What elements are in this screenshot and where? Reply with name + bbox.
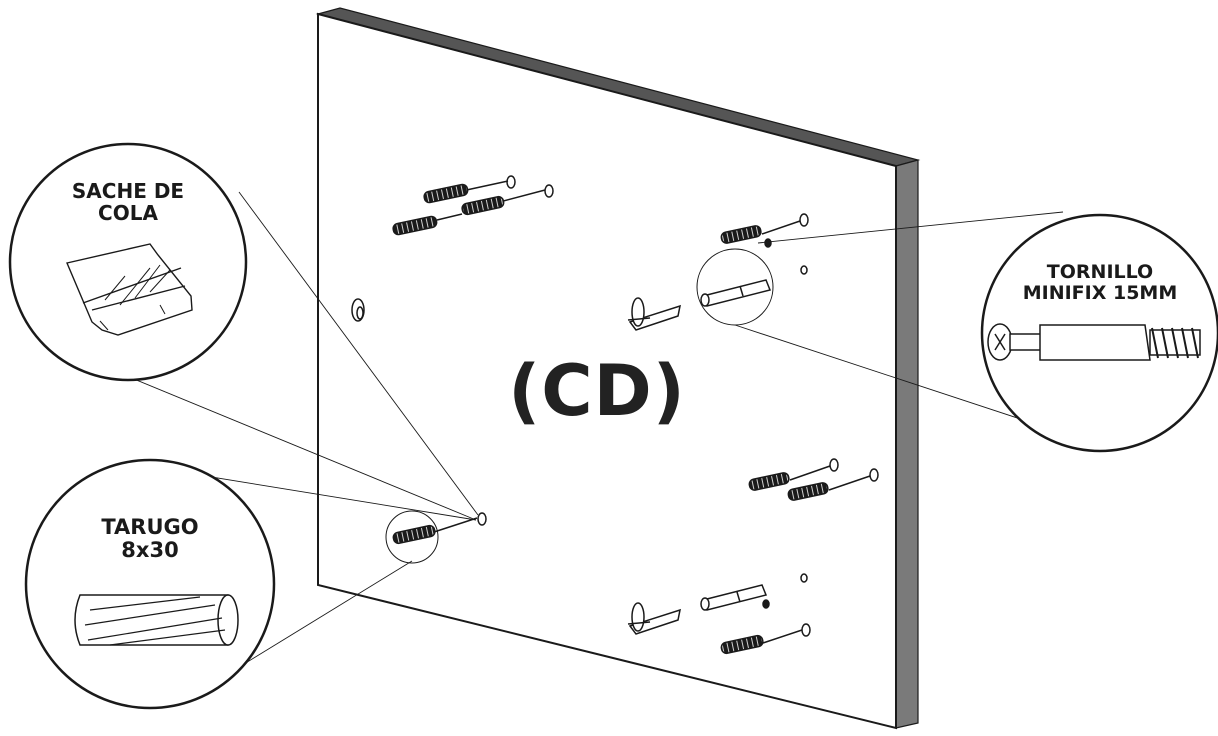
screw-callout-circle bbox=[980, 213, 1218, 453]
dowel-label-line1: TARUGO bbox=[101, 515, 199, 539]
dowel-callout-label: TARUGO 8x30 bbox=[70, 515, 230, 563]
panel-code-label: (CD) bbox=[508, 350, 686, 432]
dowel-item bbox=[748, 458, 839, 491]
dowel-item bbox=[787, 468, 879, 501]
dowel-highlight-circle bbox=[385, 510, 439, 564]
glue-label-line1: SACHE DE bbox=[71, 179, 185, 203]
panel-hole bbox=[351, 298, 365, 322]
dowel-group bbox=[392, 175, 879, 655]
dowel-item bbox=[423, 175, 516, 204]
glue-callout-label: SACHE DE COLA bbox=[48, 180, 208, 224]
dowel-item bbox=[461, 184, 554, 216]
screw-label-line2: MINIFIX 15MM bbox=[1022, 281, 1178, 304]
cam-item bbox=[627, 297, 681, 331]
glue-callout-circle bbox=[8, 142, 248, 382]
screw-callout-label: TORNILLO MINIFIX 15MM bbox=[1000, 262, 1200, 304]
dowel-callout-circle bbox=[24, 458, 276, 710]
screw-label-line1: TORNILLO bbox=[1046, 261, 1154, 283]
dowel-item bbox=[720, 213, 809, 244]
dowel-icon bbox=[74, 594, 239, 646]
dowel-item bbox=[720, 623, 811, 655]
dowel-item bbox=[392, 213, 463, 236]
dowel-item bbox=[392, 512, 487, 545]
cam-item bbox=[627, 602, 681, 635]
minifix-screw-item bbox=[700, 573, 808, 611]
minifix-screw-item bbox=[700, 238, 808, 307]
dowel-label-line2: 8x30 bbox=[121, 538, 179, 563]
glue-packet-icon bbox=[66, 243, 193, 336]
glue-label-line2: COLA bbox=[98, 201, 158, 225]
minifix-screw-icon bbox=[987, 323, 1201, 361]
minifix-group bbox=[627, 238, 808, 635]
